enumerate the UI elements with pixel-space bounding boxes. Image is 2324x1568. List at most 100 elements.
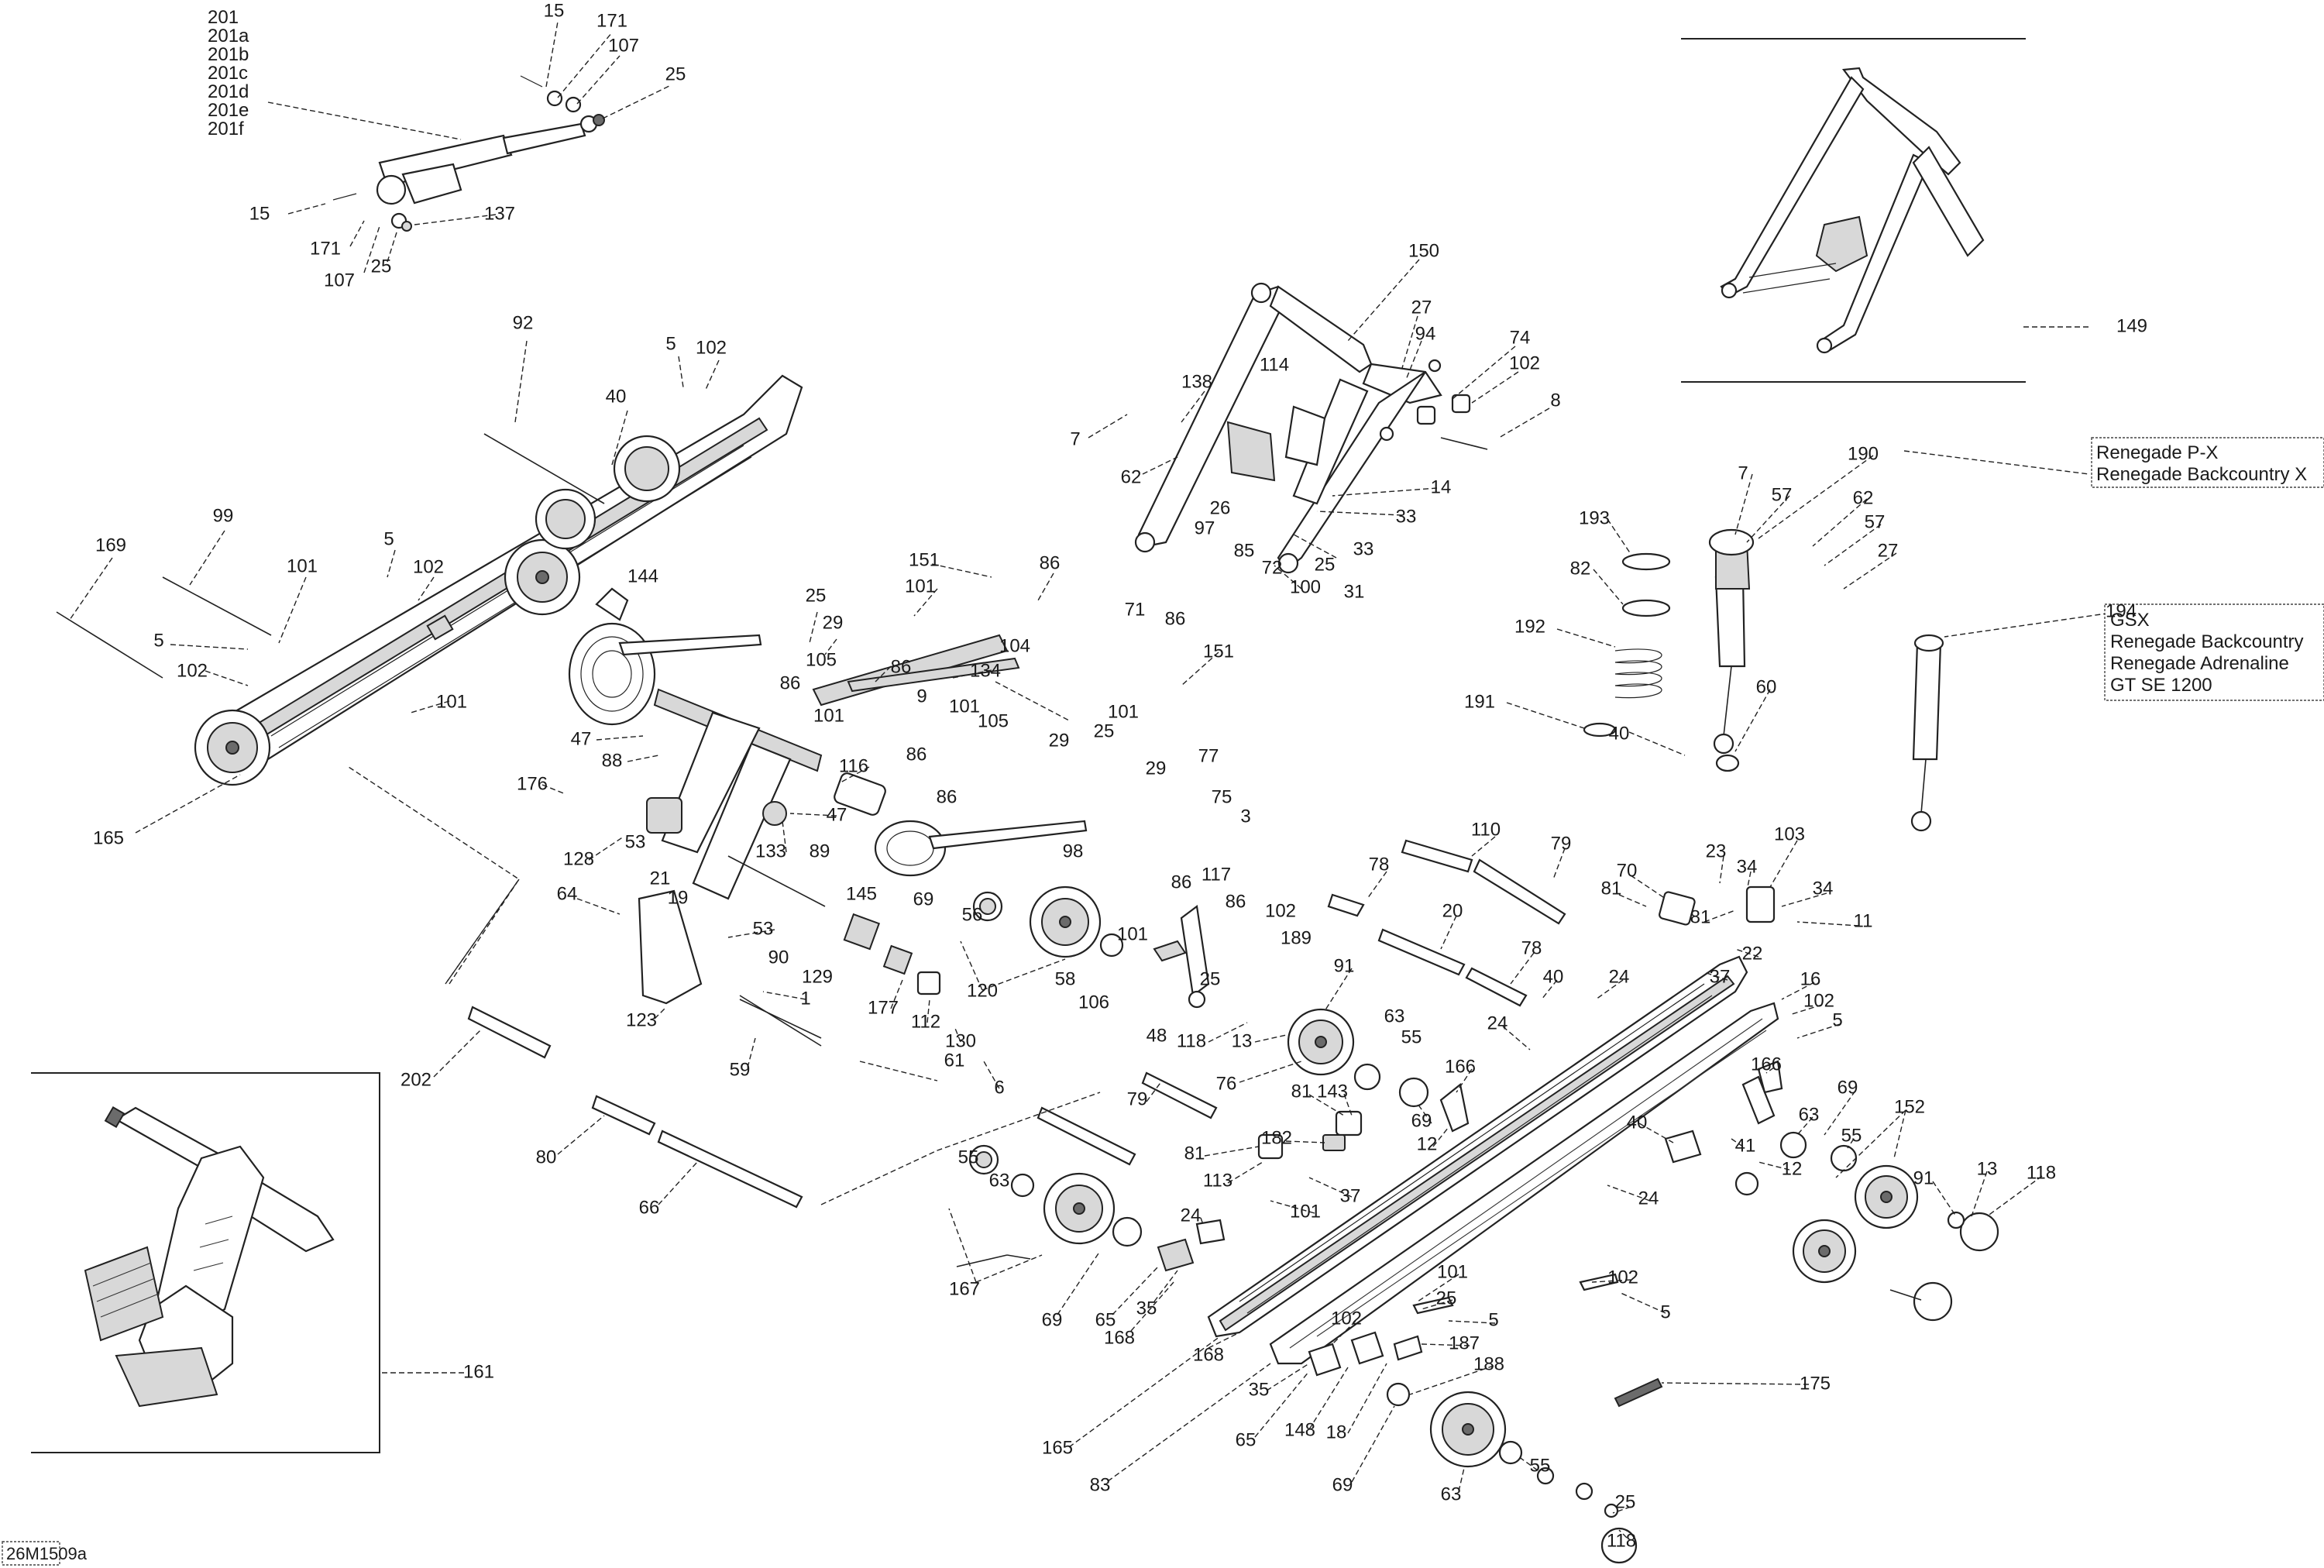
part-callout: 175 [1800,1373,1831,1394]
part-callout: 29 [1146,758,1167,779]
part-callout: 40 [1609,723,1630,744]
part-callout: 5 [1488,1309,1498,1330]
part-callout: 101 [1117,923,1148,944]
part-callout: 29 [1049,730,1070,751]
part-callout: 81 [1601,878,1622,899]
shock-ref-201d: 201d [208,81,249,102]
part-callout: 7 [1070,428,1080,449]
part-callout: 152 [1894,1096,1925,1117]
part-callout: 76 [1216,1073,1237,1094]
part-callout: 69 [1042,1309,1063,1330]
part-callout: 91 [1913,1167,1934,1188]
inset-front-arm-view [1681,38,2092,383]
part-callout: 25 [371,256,392,277]
variant-gt-se-1200: GT SE 1200 [2110,675,2212,696]
part-callout: 78 [1369,854,1390,875]
part-callout: 25 [1615,1491,1636,1512]
rear-right-slide-rail [1207,955,2043,1365]
variant-note-box-a [2091,437,2324,488]
part-callout: 94 [1415,323,1436,344]
part-callout: 55 [1841,1125,1862,1146]
part-callout: 81 [1184,1143,1205,1164]
part-callout: 35 [1136,1298,1157,1319]
part-callout: 6 [994,1077,1004,1098]
part-callout: 133 [755,841,786,861]
part-callout: 33 [1353,538,1374,559]
idler-wheels-front [960,885,1429,1108]
part-callout: 88 [602,750,623,771]
part-callout: 25 [1315,554,1336,575]
part-callout: 102 [1265,900,1296,921]
part-callout: 21 [650,868,671,889]
part-callout: 23 [1706,841,1727,861]
front-torque-arm [1088,259,1550,590]
part-callout: 86 [1040,552,1061,573]
part-callout: 41 [1735,1135,1756,1156]
center-shock-and-spring [1506,450,2118,832]
part-callout: 91 [1334,955,1355,976]
part-callout: 15 [249,203,270,224]
part-callout: 145 [846,883,877,904]
part-callout: 47 [827,804,847,825]
part-callout: 59 [730,1059,751,1080]
part-callout: 58 [1055,968,1076,989]
part-callout: 12 [1417,1133,1438,1154]
part-callout: 15 [544,0,565,21]
part-callout: 8 [1550,390,1560,411]
part-callout: 71 [1125,599,1146,620]
rear-cross-shafts [1037,836,1860,1240]
part-callout: 20 [1442,900,1463,921]
part-callout: 40 [606,386,627,407]
part-callout: 86 [891,656,912,677]
shock-ref-201a: 201a [208,26,249,46]
part-callout: 166 [1751,1054,1782,1075]
part-callout: 11 [1854,910,1873,931]
part-callout: 100 [1290,576,1321,597]
part-callout: 114 [1260,354,1289,375]
part-callout: 113 [1203,1170,1232,1191]
variant-renegade-backcountry-x: Renegade Backcountry X [2096,464,2307,485]
variant-renegade-adrenaline: Renegade Adrenaline [2110,653,2289,674]
part-callout: 102 [696,337,727,358]
part-callout: 70 [1617,860,1638,881]
part-callout: 25 [1094,720,1115,741]
part-callout: 53 [625,831,646,852]
part-callout: 33 [1396,506,1417,527]
part-callout: 92 [513,312,534,333]
part-callout: 25 [1200,968,1221,989]
part-callout: 85 [1234,540,1255,561]
part-callout: 202 [401,1069,431,1090]
part-callout: 24 [1487,1013,1508,1033]
part-callout: 144 [627,566,658,586]
part-callout: 29 [823,612,844,633]
part-callout: 82 [1570,558,1591,579]
part-callout: 16 [1800,968,1821,989]
part-callout: 69 [913,889,934,910]
part-callout: 35 [1249,1379,1270,1400]
part-callout: 22 [1742,943,1763,964]
part-callout: 118 [2027,1162,2056,1183]
part-callout: 117 [1202,864,1231,885]
part-callout: 166 [1445,1056,1476,1077]
part-callout: 61 [944,1050,965,1071]
part-callout: 101 [905,576,936,597]
front-arm-assembly [541,563,1219,1047]
part-callout: 66 [639,1197,660,1218]
part-callout: 130 [945,1030,976,1051]
part-callout: 64 [557,883,578,904]
part-callout: 25 [665,64,686,84]
part-callout: 89 [810,841,830,861]
part-callout: 101 [1437,1261,1468,1282]
part-callout: 69 [1411,1110,1432,1131]
part-callout: 34 [1813,878,1834,899]
part-callout: 102 [177,660,208,681]
part-callout: 168 [1193,1344,1224,1365]
part-callout: 101 [949,696,980,717]
part-callout: 107 [608,35,639,56]
part-callout: 190 [1848,443,1879,464]
part-callout: 112 [911,1011,940,1032]
variant-note-box-b [2104,603,2324,701]
part-callout: 102 [1331,1308,1362,1329]
part-callout: 53 [753,918,774,939]
part-callout: 77 [1198,745,1219,766]
